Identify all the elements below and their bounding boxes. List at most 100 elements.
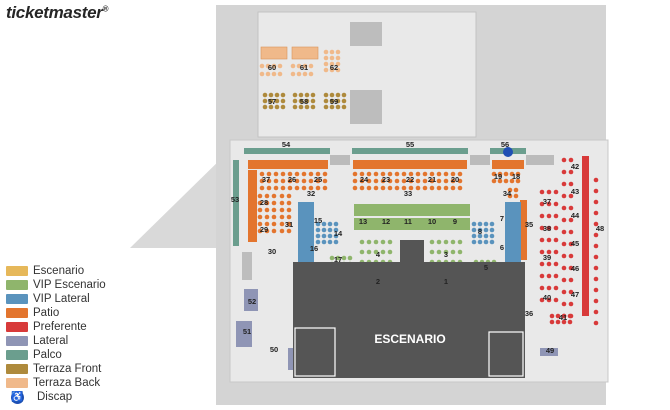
section-label[interactable]: 57 — [268, 97, 276, 106]
section-label[interactable]: 21 — [428, 175, 436, 184]
seat-dot[interactable] — [286, 228, 292, 234]
seat-dot[interactable] — [546, 285, 552, 291]
seat-dot[interactable] — [298, 92, 304, 98]
seat-dot[interactable] — [273, 185, 279, 191]
seat-dot[interactable] — [292, 104, 298, 110]
section-label[interactable]: 51 — [243, 327, 251, 336]
seat-dot[interactable] — [539, 225, 545, 231]
seat-dot[interactable] — [539, 237, 545, 243]
seat-dot[interactable] — [259, 71, 265, 77]
seat-dot[interactable] — [561, 289, 567, 295]
seat-dot[interactable] — [359, 249, 365, 255]
seat-dot[interactable] — [561, 217, 567, 223]
seat-dot[interactable] — [422, 171, 428, 177]
seat-dot[interactable] — [457, 178, 463, 184]
seat-dot[interactable] — [568, 277, 574, 283]
seat-dot[interactable] — [286, 200, 292, 206]
section-label[interactable]: 11 — [404, 217, 412, 226]
seat-dot[interactable] — [265, 63, 271, 69]
seat-dot[interactable] — [329, 67, 335, 73]
seat-dot[interactable] — [568, 217, 574, 223]
section-label[interactable]: 19 — [494, 172, 502, 181]
seat-dot[interactable] — [341, 98, 347, 104]
seat-dot[interactable] — [568, 241, 574, 247]
seat-dot[interactable] — [443, 171, 449, 177]
seat-dot[interactable] — [387, 249, 393, 255]
seat-dot[interactable] — [380, 178, 386, 184]
seat-dot[interactable] — [259, 178, 265, 184]
seat-dot[interactable] — [279, 207, 285, 213]
seat-dot[interactable] — [274, 104, 280, 110]
seat-dot[interactable] — [322, 171, 328, 177]
seat-dot[interactable] — [561, 277, 567, 283]
seat-dot[interactable] — [593, 254, 599, 260]
seat-dot[interactable] — [568, 157, 574, 163]
seat-dot[interactable] — [279, 200, 285, 206]
seat-dot[interactable] — [568, 229, 574, 235]
section-label[interactable]: 53 — [231, 195, 239, 204]
section-label[interactable]: 29 — [260, 225, 268, 234]
legend-item-lateral[interactable]: Lateral — [6, 334, 106, 348]
seat-dot[interactable] — [561, 301, 567, 307]
seat-dot[interactable] — [333, 233, 339, 239]
seat-dot[interactable] — [335, 67, 341, 73]
legend-item-vip-lateral[interactable]: VIP Lateral — [6, 292, 106, 306]
legend-item-preferente[interactable]: Preferente — [6, 320, 106, 334]
section-label[interactable]: 50 — [270, 345, 278, 354]
seat-dot[interactable] — [387, 171, 393, 177]
section-label[interactable]: 48 — [596, 224, 604, 233]
seat-dot[interactable] — [567, 319, 573, 325]
seat-dot[interactable] — [553, 297, 559, 303]
section-label[interactable]: 58 — [300, 97, 308, 106]
seat-dot[interactable] — [443, 178, 449, 184]
seat-dot[interactable] — [286, 207, 292, 213]
seat-dot[interactable] — [507, 187, 513, 193]
seat-dot[interactable] — [329, 49, 335, 55]
seat-dot[interactable] — [553, 237, 559, 243]
seat-dot[interactable] — [341, 104, 347, 110]
seat-dot[interactable] — [335, 61, 341, 67]
seat-dot[interactable] — [568, 253, 574, 259]
seat-dot[interactable] — [549, 313, 555, 319]
seat-dot[interactable] — [457, 249, 463, 255]
seat-dot[interactable] — [296, 63, 302, 69]
seat-dot[interactable] — [483, 239, 489, 245]
seat-dot[interactable] — [301, 171, 307, 177]
seat-dot[interactable] — [539, 261, 545, 267]
seat-dot[interactable] — [294, 178, 300, 184]
section-label[interactable]: 37 — [262, 175, 270, 184]
seat-dot[interactable] — [327, 221, 333, 227]
seat-dot[interactable] — [333, 221, 339, 227]
seat-dot[interactable] — [373, 239, 379, 245]
seat-dot[interactable] — [539, 213, 545, 219]
section-label[interactable]: 20 — [451, 175, 459, 184]
seat-dot[interactable] — [546, 201, 552, 207]
seat-dot[interactable] — [593, 232, 599, 238]
seat-dot[interactable] — [329, 61, 335, 67]
section-label[interactable]: 62 — [330, 63, 338, 72]
seat-dot[interactable] — [503, 178, 509, 184]
section-label[interactable]: 46 — [571, 264, 579, 273]
seat-dot[interactable] — [450, 178, 456, 184]
seat-dot[interactable] — [290, 71, 296, 77]
section-label[interactable]: 3 — [444, 250, 448, 259]
seat-dot[interactable] — [436, 239, 442, 245]
seat-dot[interactable] — [264, 221, 270, 227]
seat-dot[interactable] — [304, 104, 310, 110]
seat-dot[interactable] — [294, 171, 300, 177]
section-label[interactable]: 40 — [543, 293, 551, 302]
seat-dot[interactable] — [408, 171, 414, 177]
seat-dot[interactable] — [315, 171, 321, 177]
seat-dot[interactable] — [568, 205, 574, 211]
seat-dot[interactable] — [380, 171, 386, 177]
legend-item-terraza-front[interactable]: Terraza Front — [6, 362, 106, 376]
seat-dot[interactable] — [279, 221, 285, 227]
section-label[interactable]: 47 — [571, 290, 579, 299]
seat-dot[interactable] — [327, 227, 333, 233]
seat-dot[interactable] — [401, 178, 407, 184]
seat-dot[interactable] — [335, 49, 341, 55]
seat-dot[interactable] — [593, 265, 599, 271]
seat-dot[interactable] — [509, 178, 515, 184]
seat-dot[interactable] — [352, 178, 358, 184]
seat-dot[interactable] — [561, 265, 567, 271]
